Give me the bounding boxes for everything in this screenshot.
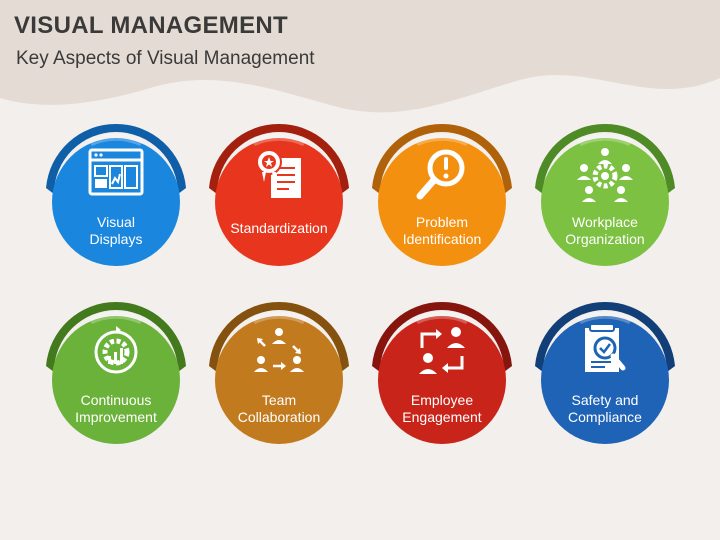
aspect-label-line2: Engagement [402, 409, 482, 425]
aspect-disc [535, 123, 675, 266]
aspect-disc [46, 123, 186, 266]
aspect-label-line2: Organization [565, 231, 645, 247]
certificate-document-icon [256, 149, 301, 198]
aspect-label-line1: Safety and [571, 392, 639, 408]
gear-growth-icon [94, 326, 138, 374]
aspect-label-line1: Standardization [230, 220, 328, 236]
aspect-disc [209, 301, 349, 444]
aspect-disc [209, 123, 349, 266]
checklist-search-icon [585, 323, 626, 372]
people-arrows-icon [254, 328, 304, 372]
magnifier-exclamation-icon [416, 149, 465, 200]
aspect-disc [372, 301, 512, 444]
page-title: VISUAL MANAGEMENT [14, 12, 288, 39]
aspect-label-line2: Displays [89, 231, 143, 247]
aspect-label-line1: Employee [410, 392, 474, 408]
aspect-label: Standardization [223, 220, 335, 237]
aspect-disc [535, 301, 675, 444]
aspect-label-line1: Continuous [80, 392, 152, 408]
aspect-label-line1: Team [261, 392, 297, 408]
aspect-label-line1: Problem [415, 214, 469, 230]
aspect-label-line1: Visual [97, 214, 135, 230]
dashboard-icon [88, 148, 144, 196]
aspect-card: Standardization [203, 118, 355, 270]
page-subtitle: Key Aspects of Visual Management [16, 48, 315, 69]
aspect-label-line2: Collaboration [237, 409, 321, 425]
aspect-label-line1: Workplace [572, 214, 638, 230]
team-gear-icon [577, 148, 633, 202]
aspect-label-line2: Identification [402, 231, 482, 247]
aspect-disc [46, 301, 186, 444]
aspect-disc [372, 123, 512, 266]
aspect-label-line2: Compliance [568, 409, 642, 425]
people-exchange-icon [419, 327, 465, 374]
aspect-label-line2: Improvement [75, 409, 157, 425]
